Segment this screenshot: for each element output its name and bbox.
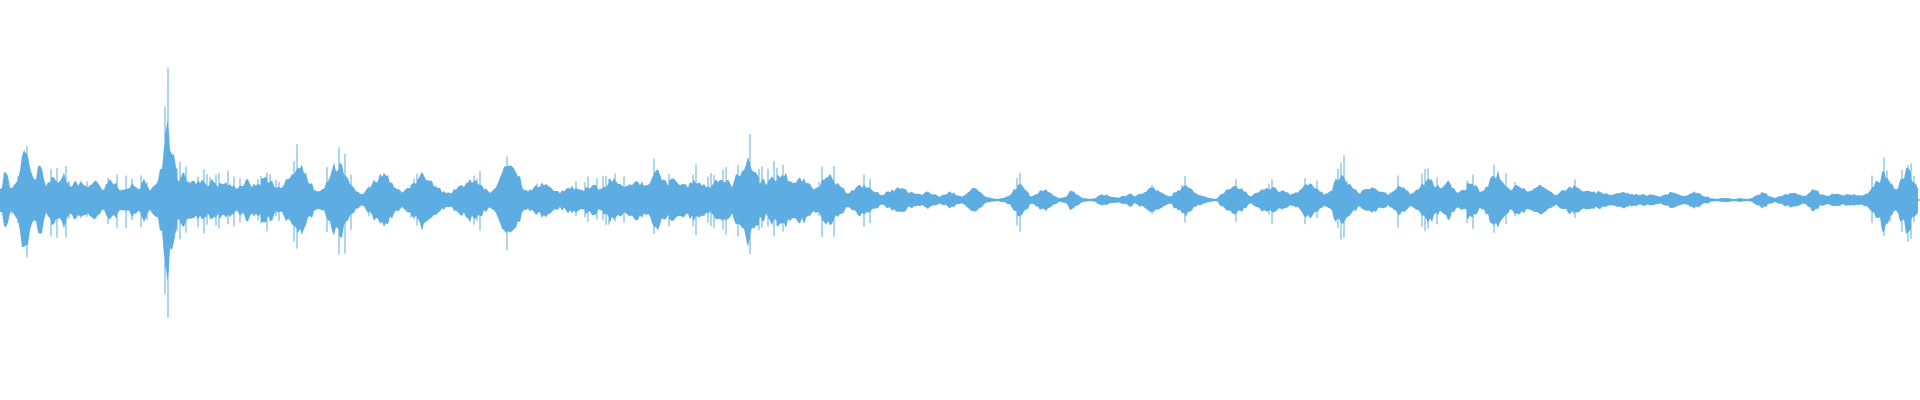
waveform-envelope — [0, 116, 1918, 286]
waveform-peaks — [0, 67, 1920, 318]
